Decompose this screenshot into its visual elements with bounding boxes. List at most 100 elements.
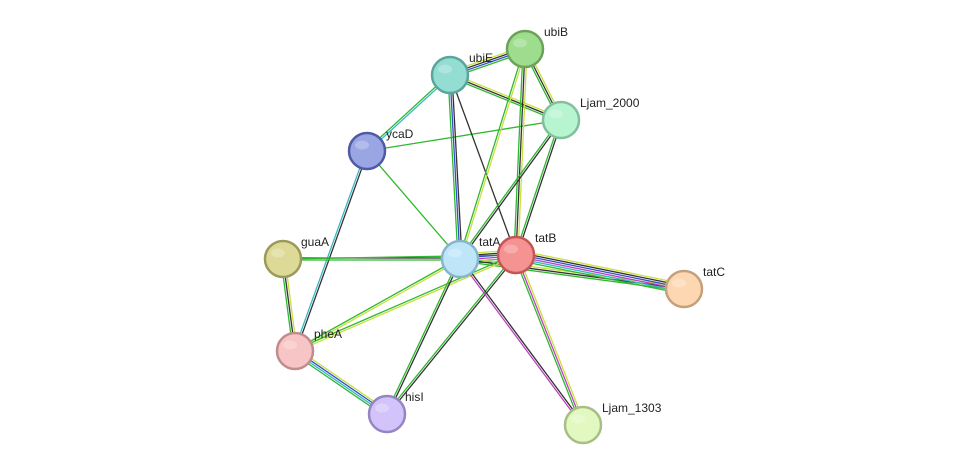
node-label: tatA	[479, 235, 500, 249]
node-highlight	[271, 248, 285, 258]
node-highlight	[549, 109, 563, 119]
edge-line-neighborhood	[458, 119, 561, 259]
edge-tatA-Ljam_1303	[458, 258, 585, 426]
edge-line-neighborhood	[294, 253, 516, 351]
node-pheA[interactable]: pheA	[275, 327, 342, 371]
nodes-layer: ubiB ubiE Ljam_2000 ycaD guaA tatA tatB tatC phe…	[263, 25, 725, 445]
node-ubiB[interactable]: ubiB	[505, 25, 568, 69]
edge-line-neighborhood	[294, 257, 460, 351]
node-label: guaA	[301, 235, 329, 249]
node-circle[interactable]	[347, 131, 387, 171]
node-label: tatC	[703, 265, 725, 279]
edge-Ljam_2000-tatB	[514, 119, 563, 256]
edge-ycaD-Ljam_2000	[366, 119, 562, 152]
node-circle[interactable]	[505, 29, 545, 69]
edge-line-textmining	[517, 49, 528, 256]
edge-line-coexpression	[451, 74, 463, 259]
edge-ubiE-tatA	[447, 74, 463, 260]
edge-line-neighborhood	[447, 75, 459, 260]
node-tatC[interactable]: tatC	[664, 265, 725, 309]
node-highlight	[448, 248, 462, 258]
edge-line-coexpression	[449, 74, 517, 256]
edge-tatA-hisI	[385, 258, 462, 415]
edge-ycaD-pheA	[293, 150, 369, 352]
node-label: Ljam_1303	[602, 401, 662, 415]
edge-line-coexpression	[387, 259, 462, 415]
edge-line-coexpression	[515, 48, 526, 256]
node-highlight	[504, 244, 518, 254]
edge-line-neighborhood	[514, 259, 684, 295]
node-tatB[interactable]: tatB	[496, 231, 556, 275]
node-label: hisI	[405, 390, 424, 404]
edge-line-textmining	[450, 72, 562, 119]
node-circle[interactable]	[275, 331, 315, 371]
node-circle[interactable]	[496, 235, 536, 275]
node-guaA[interactable]: guaA	[263, 235, 329, 279]
edge-ycaD-tatA	[366, 150, 461, 260]
edge-tatA-pheA	[294, 257, 461, 353]
node-Ljam_1303[interactable]: Ljam_1303	[563, 401, 662, 445]
edge-line-coexpression	[516, 251, 685, 287]
edge-line-textmining	[295, 259, 461, 353]
edge-ubiE-tatB	[449, 74, 517, 256]
edge-line-cooccurrence	[449, 74, 461, 260]
node-circle[interactable]	[664, 269, 704, 309]
edge-line-database	[515, 257, 684, 293]
node-label: ycaD	[386, 127, 414, 141]
edge-tatB-pheA	[294, 253, 517, 353]
edge-line-coexpression	[387, 255, 518, 416]
node-highlight	[571, 414, 585, 424]
node-circle[interactable]	[367, 394, 407, 434]
edge-tatB-hisI	[385, 253, 518, 416]
edge-line-experiments	[515, 254, 584, 426]
edge-line-coexpression	[460, 120, 563, 260]
node-highlight	[375, 403, 389, 413]
edge-ubiB-tatB	[513, 48, 528, 256]
edge-line-coexpression	[516, 120, 563, 256]
node-circle[interactable]	[263, 239, 303, 279]
node-highlight	[672, 278, 686, 288]
edge-line-neighborhood	[449, 76, 561, 123]
edge-line-textmining	[460, 49, 527, 260]
edge-line-neighborhood	[385, 258, 460, 414]
edge-line-textmining	[295, 255, 517, 353]
edge-line-database	[293, 150, 367, 351]
node-highlight	[513, 38, 527, 48]
edge-line-neighborhood	[385, 253, 516, 414]
node-label: pheA	[314, 327, 342, 341]
edge-ubiE-Ljam_2000	[449, 72, 562, 123]
node-ycaD[interactable]: ycaD	[347, 127, 414, 171]
edge-Ljam_2000-tatA	[458, 119, 563, 260]
edge-tatB-tatC	[514, 249, 686, 295]
edge-line-experiments	[458, 259, 583, 426]
node-hisI[interactable]: hisI	[367, 390, 424, 434]
edge-line-neighborhood	[458, 48, 525, 259]
node-circle[interactable]	[541, 100, 581, 140]
edge-line-neighborhood	[513, 255, 582, 426]
node-label: tatB	[535, 231, 556, 245]
edge-line-neighborhood	[514, 119, 561, 255]
edge-line-neighborhood	[366, 119, 562, 152]
node-Ljam_2000[interactable]: Ljam_2000	[541, 96, 640, 140]
node-label: ubiE	[469, 51, 493, 65]
node-circle[interactable]	[563, 405, 603, 445]
edge-line-neighborhood	[366, 150, 461, 260]
node-label: ubiB	[544, 25, 568, 39]
edge-line-coexpression	[460, 258, 585, 425]
node-highlight	[283, 340, 297, 350]
node-tatA[interactable]: tatA	[440, 235, 500, 279]
edge-ubiB-tatA	[458, 48, 527, 260]
edge-line-coexpression	[295, 151, 369, 352]
node-label: Ljam_2000	[580, 96, 640, 110]
edge-line-textmining	[517, 254, 586, 425]
node-ubiE[interactable]: ubiE	[430, 51, 493, 95]
edge-line-experiments	[515, 255, 684, 291]
node-highlight	[355, 140, 369, 150]
edge-line-coexpression	[449, 74, 562, 121]
node-highlight	[438, 64, 452, 74]
node-circle[interactable]	[440, 239, 480, 279]
edge-line-cooccurrence	[516, 253, 685, 289]
edge-tatB-Ljam_1303	[513, 254, 586, 426]
node-circle[interactable]	[430, 55, 470, 95]
